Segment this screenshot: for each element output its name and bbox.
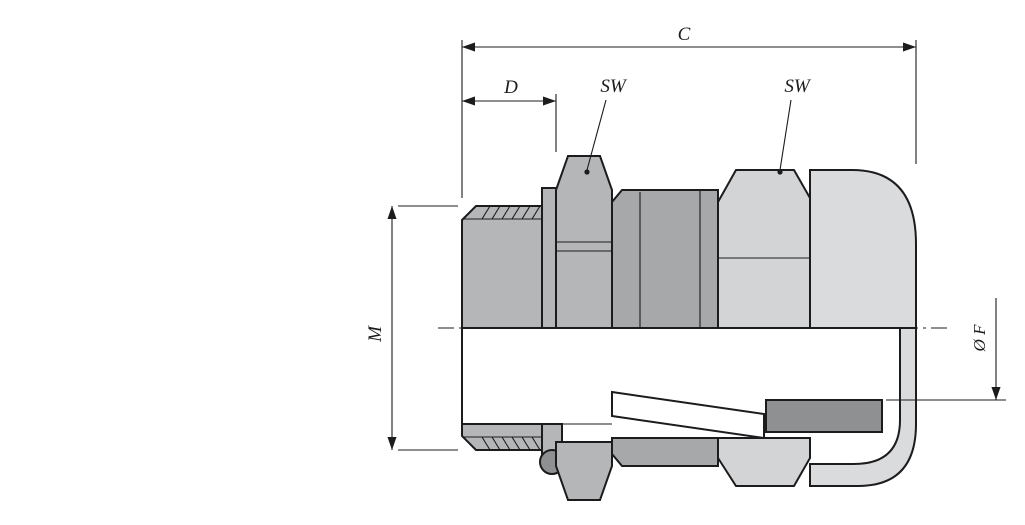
sw-right-leader-dot — [777, 169, 783, 175]
thread-hatch-bottom — [481, 436, 549, 451]
dimension-c: C — [461, 24, 917, 198]
lamella-finger — [611, 390, 765, 440]
hex-nut-left-bottom — [555, 441, 613, 501]
hex-left-facet-lines — [556, 241, 612, 252]
thread-nipple-top — [461, 205, 551, 329]
dome-top — [809, 169, 917, 329]
dimension-m-label: M — [365, 325, 386, 343]
dome-bottom-wall — [809, 327, 917, 487]
sw-left-leader-dot — [584, 169, 590, 175]
middle-body-top — [611, 189, 719, 329]
sw-callout-left: SW — [584, 76, 628, 175]
seal-insert — [765, 399, 883, 433]
gland-bottom-half-section — [461, 327, 917, 501]
dimension-c-label: C — [678, 24, 691, 45]
dimension-d: D — [462, 77, 557, 152]
dimension-d-label: D — [503, 77, 518, 98]
sw-right-label: SW — [784, 76, 812, 97]
dimension-m: M — [365, 205, 458, 451]
cap-nut-hex-top — [717, 169, 811, 329]
thread-hatch-top — [481, 205, 549, 220]
middle-body-edges — [639, 190, 701, 328]
cap-nut-hex-bottom — [717, 437, 811, 487]
sw-left-label: SW — [600, 76, 628, 97]
dimension-f-label: Ø F — [970, 324, 989, 353]
gland-top-half — [461, 155, 917, 329]
sw-left-leader-line — [586, 99, 607, 171]
sw-callout-right: SW — [777, 76, 812, 175]
dimension-f: Ø F — [886, 298, 1006, 401]
middle-body-bottom — [611, 437, 719, 467]
sw-right-leader-line — [779, 99, 792, 171]
